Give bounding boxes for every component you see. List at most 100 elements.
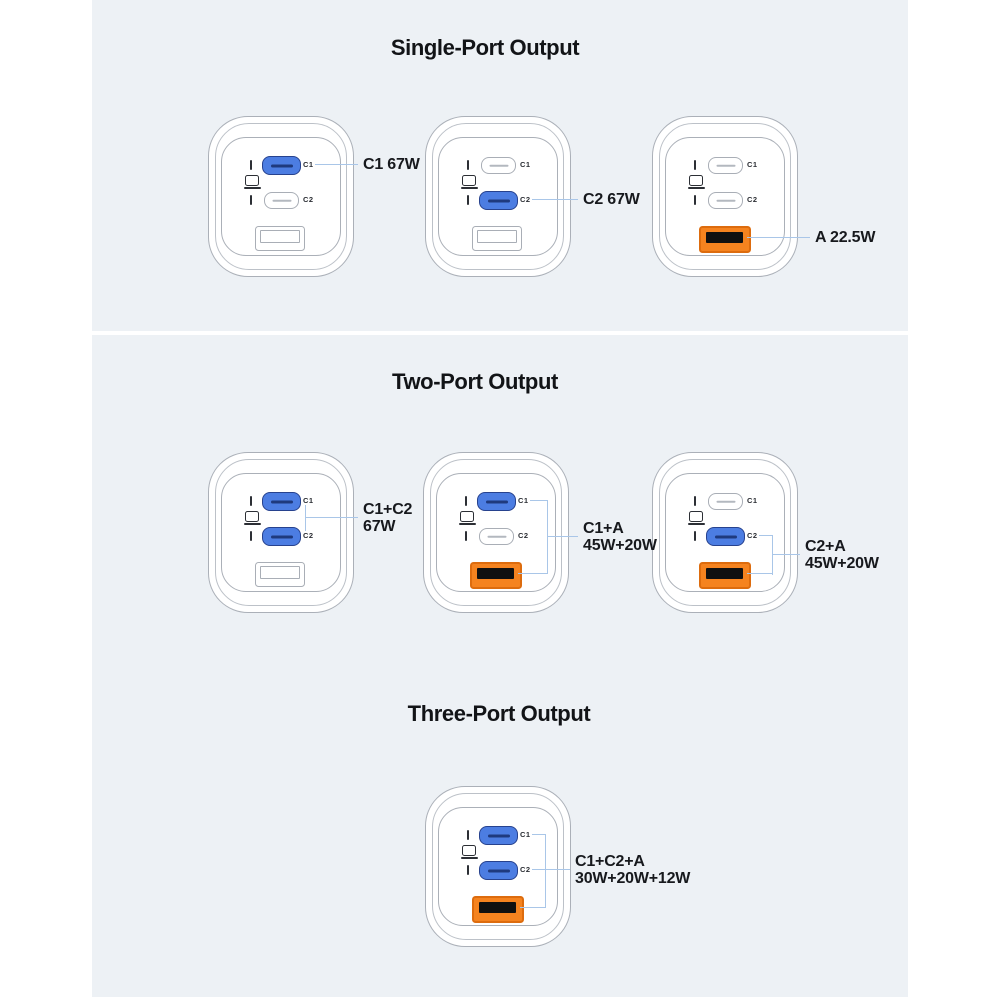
port-indicator-bar-icon [250,495,253,506]
callout-stub-c2 [759,535,773,537]
port-label-c1: C1 [520,830,531,839]
callout-text-c2a: C2+A 45W+20W [805,538,879,572]
usb-c-port-c2 [479,528,514,545]
usb-a-port [472,896,524,923]
charger-inner-ring [432,793,564,940]
callout-watts: 30W+20W+12W [575,870,691,887]
port-indicator-bar-icon [465,530,468,541]
port-indicator-bar-icon [250,159,253,170]
port-label-c2: C2 [747,531,758,540]
laptop-icon [243,511,261,525]
port-indicator-bar-icon [467,194,470,205]
charger-inner-ring [432,123,564,270]
callout-bracket-c1c2a [545,834,547,908]
usb-c-port-c2 [262,527,301,546]
charger-inner-ring [659,459,791,606]
port-label-c1: C1 [520,160,531,169]
laptop-icon [687,511,705,525]
charger-three-output-c1c2a: C1 C2 [425,786,571,947]
port-label-c1: C1 [303,160,314,169]
charger-faceplate [221,137,341,256]
charger-two-output-c1c2: C1 C2 [208,452,354,613]
callout-stub-c1 [532,834,546,836]
section-title-single-port: Single-Port Output [390,35,580,60]
port-label-c1: C1 [303,496,314,505]
callout-text-a-22-5w: A 22.5W [815,229,876,246]
callout-stub-a [747,573,773,575]
charger-single-output-c2: C1 C2 [425,116,571,277]
usb-c-port-c1 [481,157,516,174]
callout-text-c1a: C1+A 45W+20W [583,520,657,554]
callout-line-c1 [315,164,358,166]
port-label-c2: C2 [747,195,758,204]
port-label-c1: C1 [518,496,529,505]
port-indicator-bar-icon [694,194,697,205]
port-label-c1: C1 [747,496,758,505]
usb-c-port-c1 [708,157,743,174]
charger-faceplate [665,473,785,592]
callout-ports: C1+A [583,520,624,537]
charger-inner-ring [215,123,347,270]
callout-ports: C1+C2+A [575,853,645,870]
usb-a-port [255,226,305,251]
laptop-icon [458,511,476,525]
callout-ports: C2+A [805,538,846,555]
port-indicator-bar-icon [694,495,697,506]
port-indicator-bar-icon [250,530,253,541]
usb-a-port [699,226,751,253]
charger-faceplate [438,807,558,926]
callout-stub-c2 [532,869,546,871]
charger-inner-ring [430,459,562,606]
port-indicator-bar-icon [465,495,468,506]
laptop-icon [687,175,705,189]
charger-inner-ring [215,459,347,606]
usb-c-port-c2 [708,192,743,209]
charger-faceplate [221,473,341,592]
usb-c-port-c1 [477,492,516,511]
port-indicator-bar-icon [694,159,697,170]
callout-text-c1c2a: C1+C2+A 30W+20W+12W [575,853,690,887]
callout-stub-a [520,907,546,909]
port-label-c2: C2 [520,195,531,204]
usb-c-port-c1 [708,493,743,510]
usb-c-port-c1 [262,156,301,175]
usb-c-port-c1 [262,492,301,511]
port-indicator-bar-icon [467,159,470,170]
laptop-icon [460,845,478,859]
usb-c-port-c1 [479,826,518,845]
callout-line-a [747,237,810,239]
port-indicator-bar-icon [467,864,470,875]
port-label-c2: C2 [518,531,529,540]
port-indicator-bar-icon [250,194,253,205]
usb-c-port-c2 [264,192,299,209]
charger-single-output-c1: C1 C2 [208,116,354,277]
callout-text-c2-67w: C2 67W [583,191,640,208]
laptop-icon [243,175,261,189]
usb-c-port-c2 [479,191,518,210]
usb-c-port-c2 [706,527,745,546]
callout-line-c2 [532,199,578,201]
callout-line-c2a [772,554,800,556]
charger-inner-ring [659,123,791,270]
callout-watts: 45W+20W [583,537,657,554]
callout-line-c1c2 [305,517,358,519]
callout-watts: 45W+20W [805,555,879,572]
charger-faceplate [665,137,785,256]
usb-a-port [255,562,305,587]
port-label-c2: C2 [520,865,531,874]
charger-two-output-c2a: C1 C2 [652,452,798,613]
usb-a-port [472,226,522,251]
usb-a-port [699,562,751,589]
section-title-two-port: Two-Port Output [392,369,558,394]
callout-ports: C1+C2 [363,501,413,518]
charger-faceplate [436,473,556,592]
charger-faceplate [438,137,558,256]
callout-stub-c1 [530,500,548,502]
callout-watts: 67W [363,518,396,535]
callout-line-c1c2a [545,869,570,871]
port-label-c2: C2 [303,195,314,204]
port-label-c2: C2 [303,531,314,540]
charger-single-output-a: C1 C2 [652,116,798,277]
usb-a-port [470,562,522,589]
callout-stub-a [518,573,548,575]
